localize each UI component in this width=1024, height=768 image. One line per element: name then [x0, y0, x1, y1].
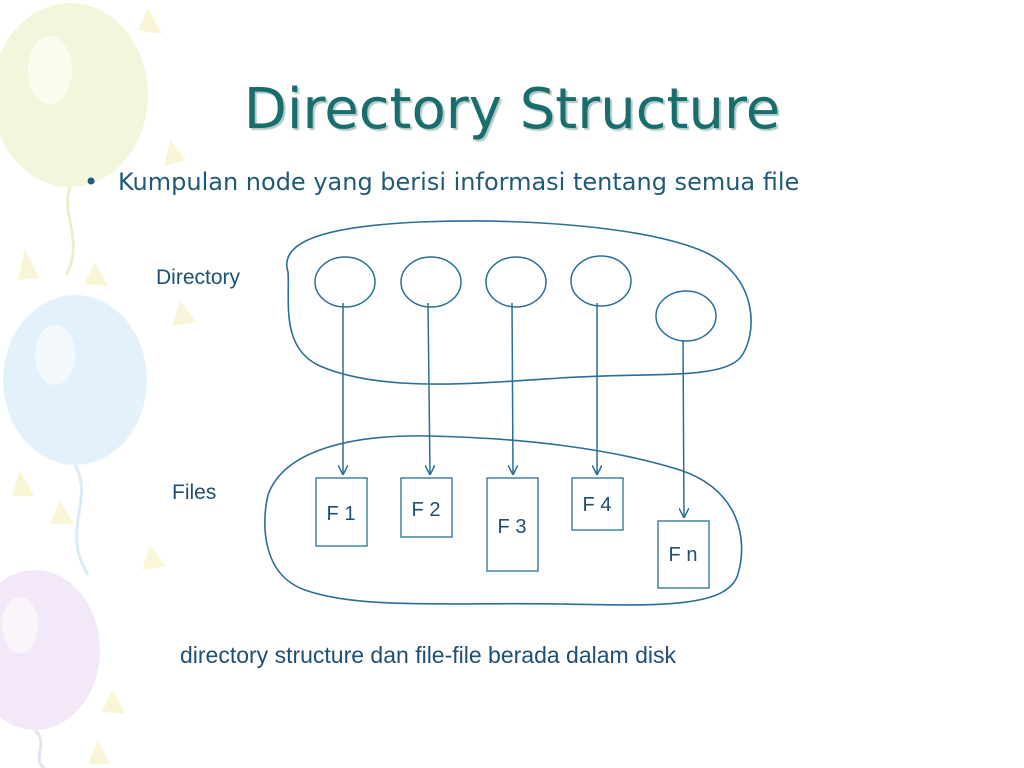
bullet-item: • Kumpulan node yang berisi informasi te… — [84, 168, 904, 196]
file-label-1: F 1 — [327, 503, 356, 525]
pointer-arrow-3 — [512, 302, 513, 474]
directory-region — [286, 220, 752, 385]
file-box-4 — [571, 477, 624, 531]
pointer-arrow-2 — [428, 302, 430, 474]
file-label-n: F n — [669, 544, 698, 566]
file-box-3 — [486, 477, 539, 572]
directory-label: Directory — [156, 266, 241, 289]
file-box-n — [657, 520, 710, 589]
directory-node-3 — [485, 256, 547, 308]
bullet-dot-icon: • — [84, 168, 99, 196]
bullet-text: Kumpulan node yang berisi informasi tent… — [118, 168, 800, 196]
directory-node-5 — [655, 290, 717, 342]
file-label-4: F 4 — [583, 494, 612, 516]
files-label: Files — [172, 481, 217, 504]
file-box-2 — [400, 477, 453, 538]
directory-node-4 — [570, 255, 632, 307]
directory-node-2 — [400, 256, 462, 308]
directory-node-1 — [314, 256, 376, 308]
file-label-3: F 3 — [498, 516, 527, 538]
diagram-caption: directory structure dan file-file berada… — [179, 642, 676, 668]
pointer-arrow-n — [683, 339, 684, 517]
file-box-1 — [315, 477, 368, 547]
file-label-2: F 2 — [412, 499, 441, 521]
slide-title: Directory Structure — [243, 77, 781, 142]
